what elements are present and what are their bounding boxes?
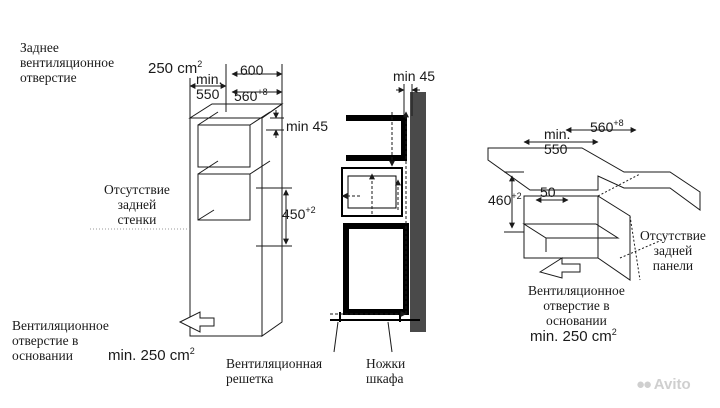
avito-watermark: ●● Avito [636,376,691,393]
depth-min-value: 550 [196,86,220,102]
right-depth-min-value: 550 [544,141,568,157]
top-gap-middle: min 45 [393,68,436,84]
right-gap-50: 50 [540,184,556,200]
top-gap-left: min 45 [286,118,329,134]
bottom-vent-area: min. 250 cm2 [108,346,195,364]
no-back-wall-label: Отсутствие задней стенки [104,182,170,227]
right-width-560: 560+8 [590,118,624,135]
bottom-vent-label: Вентиляционное отверстие в основании [12,318,109,363]
rear-vent-label: Заднее вентиляционное отверстие [20,40,115,85]
width-600: 600 [240,62,264,78]
grille-label: Вентиляционная решетка [226,356,323,386]
watermark-dots-icon: ●● [636,376,652,393]
depth-min-label: min. [196,71,223,87]
niche-height: 450+2 [282,205,316,222]
cross-section-drawing [330,84,426,353]
rear-vent-area: 250 cm2 [148,59,203,77]
legs-label: Ножки шкафа [366,356,406,386]
under-counter-drawing [487,127,701,281]
tall-cabinet-drawing [90,64,292,337]
right-vent-label: Вентиляционное отверстие в основании [528,283,625,328]
right-depth-min-label: min. [544,126,571,142]
right-height-460: 460+2 [488,191,522,208]
width-560: 560+8 [234,87,268,104]
no-back-panel-label: Отсутствие задней панели [640,228,706,273]
right-vent-area: min. 250 cm2 [530,327,617,345]
